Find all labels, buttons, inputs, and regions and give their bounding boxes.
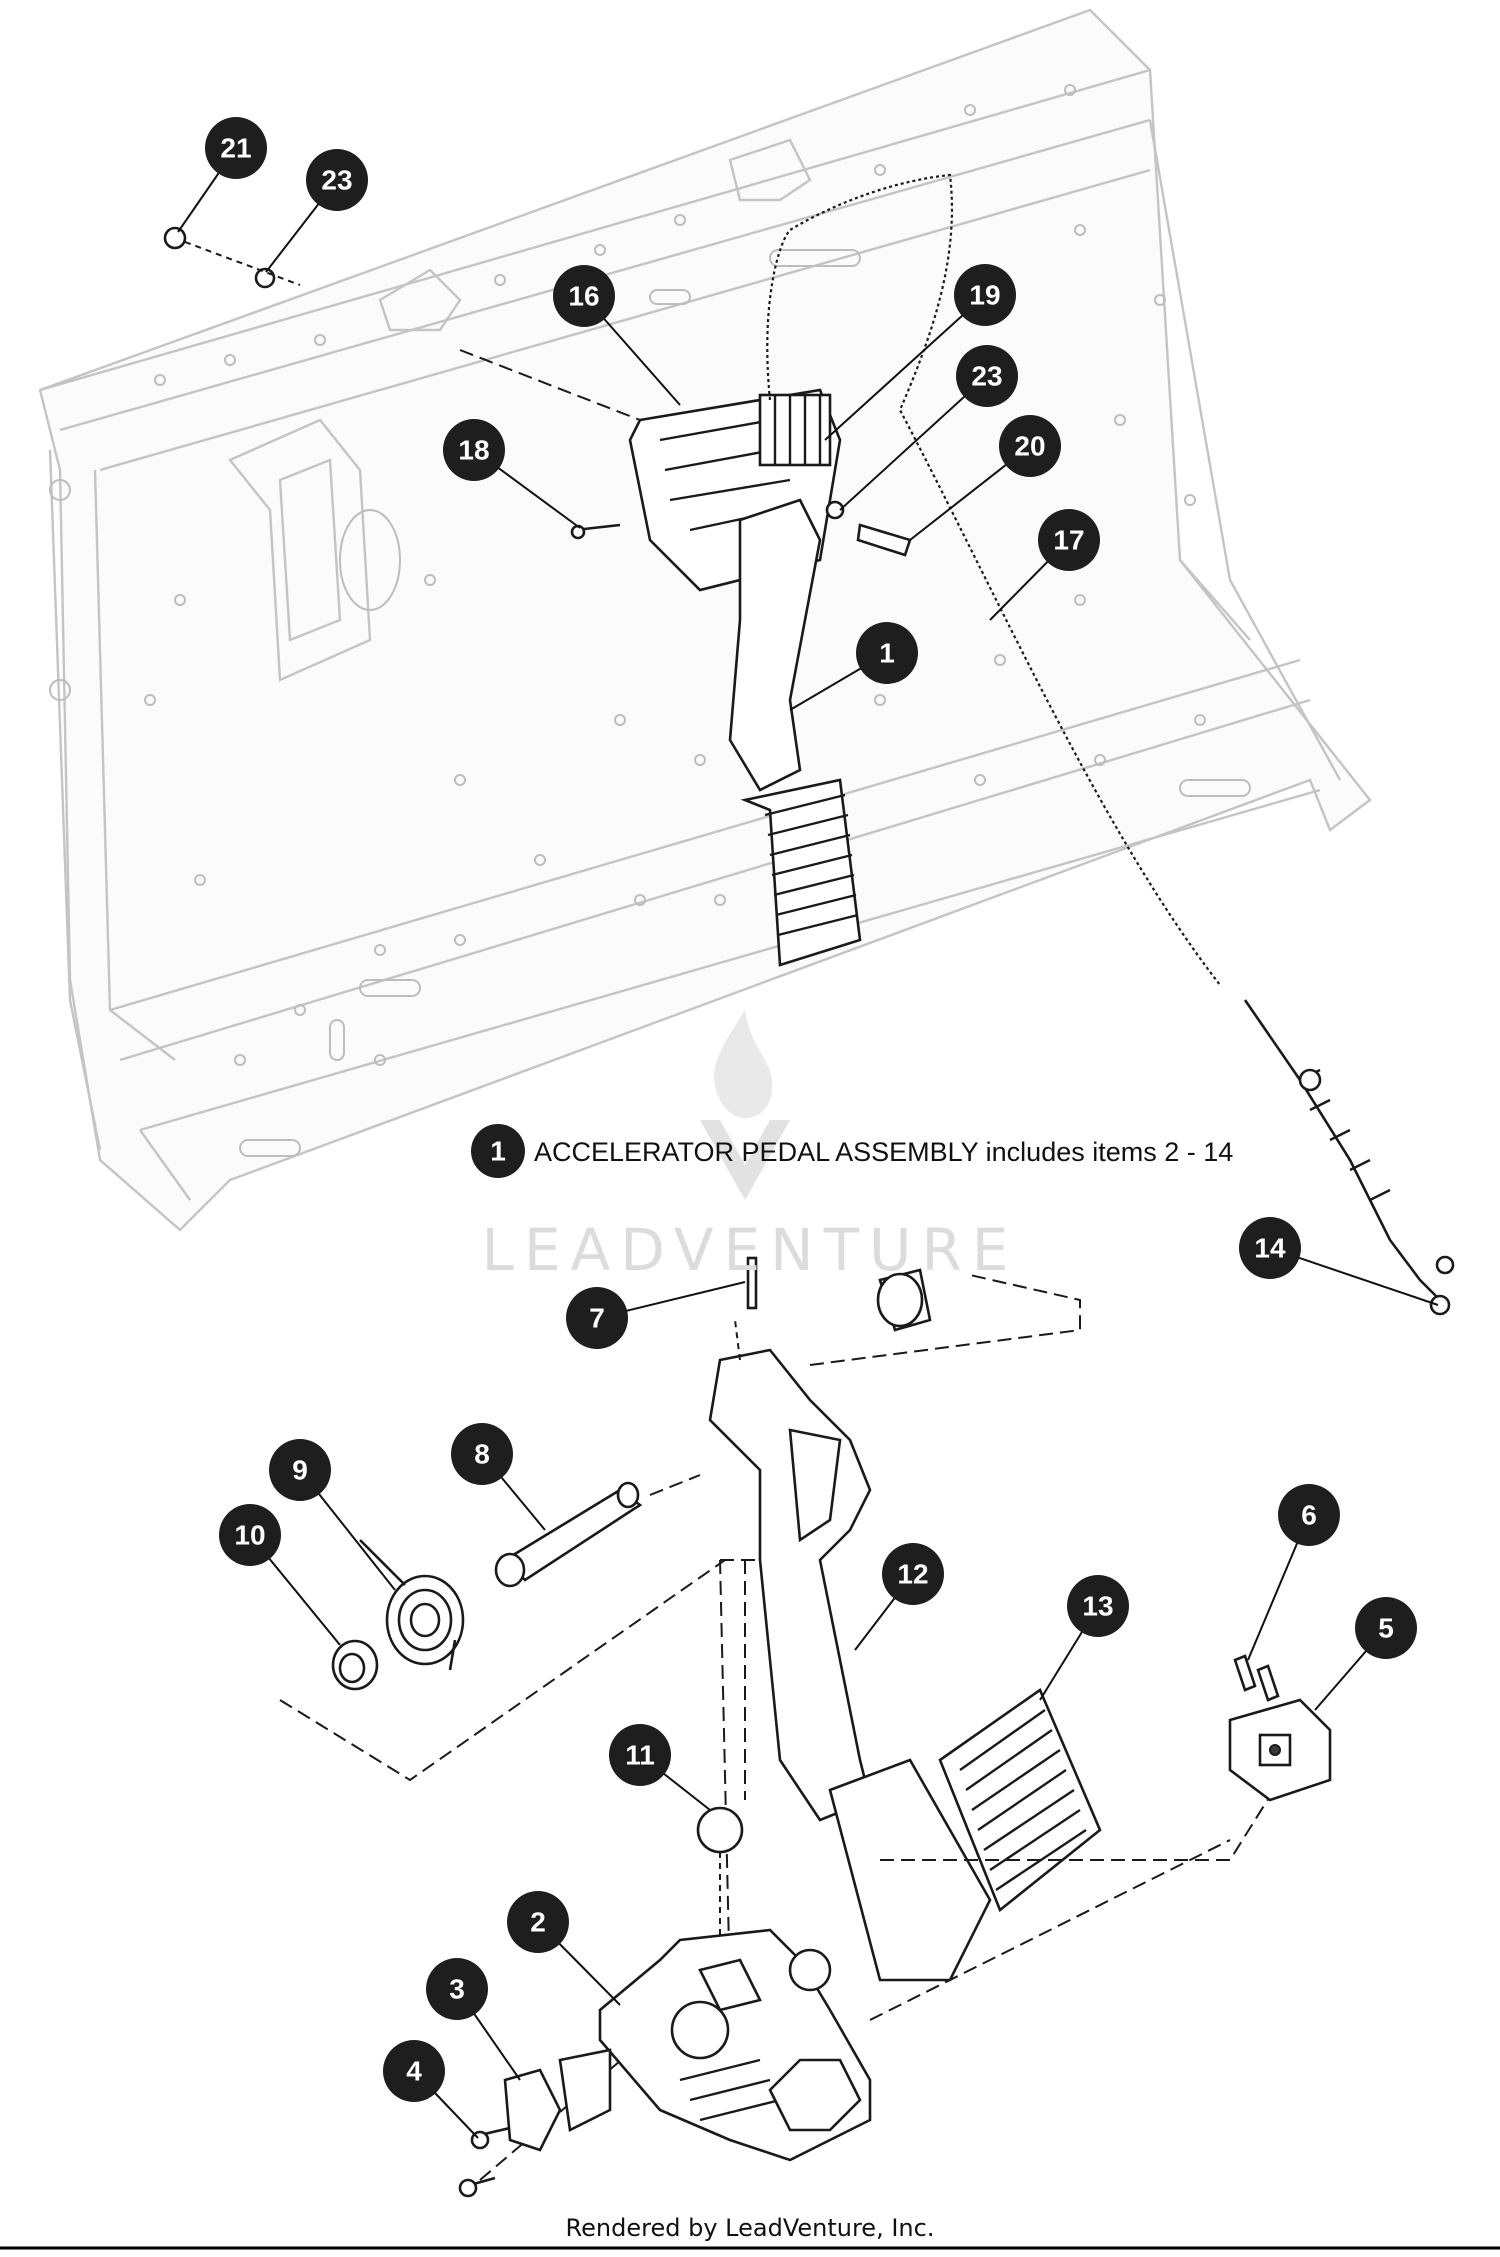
callout-5: 5 (1355, 1597, 1417, 1659)
svg-text:16: 16 (568, 281, 599, 312)
svg-text:20: 20 (1014, 431, 1045, 462)
callout-4: 4 (383, 2040, 445, 2102)
callout-badges: 21 23 16 19 23 18 20 17 (205, 117, 1417, 2102)
firewall-panel (38, 8, 1372, 1232)
callout-23-washer: 23 (306, 149, 368, 211)
svg-text:6: 6 (1301, 1500, 1317, 1531)
svg-text:4: 4 (406, 2056, 422, 2087)
callout-13: 13 (1067, 1575, 1129, 1637)
callout-12: 12 (882, 1543, 944, 1605)
callout-19: 19 (954, 264, 1016, 326)
svg-text:21: 21 (220, 133, 251, 164)
callout-16: 16 (553, 265, 615, 327)
svg-text:18: 18 (458, 435, 489, 466)
svg-text:17: 17 (1053, 525, 1084, 556)
callout-20: 20 (999, 415, 1061, 477)
svg-text:9: 9 (292, 1455, 308, 1486)
callout-21: 21 (205, 117, 267, 179)
svg-text:5: 5 (1378, 1613, 1394, 1644)
callout-17: 17 (1038, 509, 1100, 571)
credit-text: Rendered by LeadVenture, Inc. (566, 2214, 935, 2242)
callout-23-bolt-washer: 23 (956, 345, 1018, 407)
svg-text:8: 8 (474, 1439, 490, 1470)
svg-text:12: 12 (897, 1559, 928, 1590)
svg-text:14: 14 (1254, 1233, 1286, 1264)
callout-6: 6 (1278, 1484, 1340, 1546)
svg-text:19: 19 (969, 280, 1000, 311)
exploded-pedal-assembly (279, 1256, 1332, 2198)
callout-11: 11 (609, 1724, 671, 1786)
assembly-note-number: 1 (490, 1136, 506, 1167)
callout-7: 7 (566, 1287, 628, 1349)
watermark-text: LEADVENTURE (482, 1216, 1019, 1284)
installed-pedal-assembly (163, 173, 1455, 1316)
watermark: LEADVENTURE (482, 1010, 1019, 1284)
svg-text:1: 1 (879, 638, 895, 669)
svg-text:11: 11 (625, 1740, 655, 1771)
callout-8: 8 (451, 1423, 513, 1485)
callout-10: 10 (219, 1504, 281, 1566)
svg-text:7: 7 (589, 1303, 605, 1334)
svg-text:10: 10 (234, 1520, 265, 1551)
callout-1: 1 (856, 622, 918, 684)
callout-3: 3 (426, 1958, 488, 2020)
assembly-note-text: ACCELERATOR PEDAL ASSEMBLY includes item… (534, 1137, 1233, 1167)
callout-18: 18 (443, 419, 505, 481)
callout-2: 2 (507, 1891, 569, 1953)
svg-text:23: 23 (971, 361, 1002, 392)
svg-text:13: 13 (1082, 1591, 1113, 1622)
svg-text:2: 2 (530, 1907, 546, 1938)
svg-text:23: 23 (321, 165, 352, 196)
callout-9: 9 (269, 1439, 331, 1501)
svg-text:3: 3 (449, 1974, 465, 2005)
assembly-note: 1 ACCELERATOR PEDAL ASSEMBLY includes it… (471, 1124, 1233, 1178)
callout-14: 14 (1239, 1217, 1301, 1279)
